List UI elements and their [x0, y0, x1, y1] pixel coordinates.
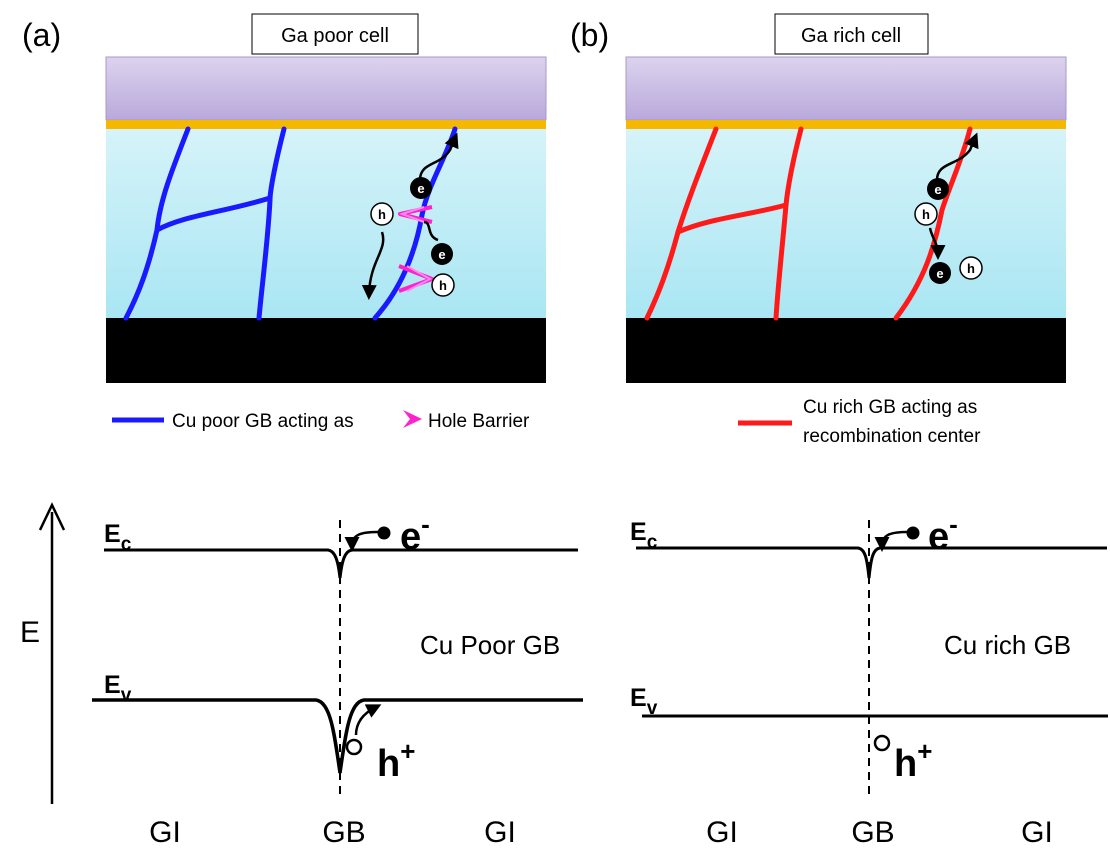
panel-b-letter: (b) [570, 17, 609, 53]
x-label-right-gb: GB [851, 816, 894, 849]
electron-label: e [438, 247, 445, 262]
legend-b-text-line1: Cu rich GB acting as [803, 397, 977, 418]
electron-label: e [417, 181, 424, 196]
electron-path-barrier [423, 220, 439, 242]
panel-a-carriers: e h e h [370, 177, 455, 297]
panel-b-top-layer [625, 56, 1067, 121]
panel-b-contact-strip [626, 120, 1066, 129]
panel-a-contact-strip [106, 120, 546, 129]
hole-icon [431, 273, 455, 297]
electron-path-up [935, 132, 979, 181]
hole-label: h [378, 207, 386, 222]
electron-icon [410, 177, 432, 199]
hole-label: h [922, 207, 930, 222]
legend-hole-barrier-icon [403, 410, 422, 428]
panel-b-absorber-layer [626, 129, 1066, 318]
ev-label-right: Ev [630, 684, 658, 719]
panel-a-hole-barrier-markers [398, 205, 434, 293]
band-diagram-left: Ec Ev e- h+ Cu Poor GB GI GB GI [92, 509, 583, 849]
electron-icon [927, 178, 949, 200]
x-label-left-gi-1: GI [149, 816, 181, 849]
hole-barrier-chevron-2-inner [406, 265, 433, 292]
panel-a-gb-cross [154, 195, 273, 233]
hole-icon [370, 202, 394, 226]
panel-a-carrier-paths [361, 132, 459, 300]
ec-label-left: Ec [104, 520, 132, 555]
electron-label-left: e- [400, 509, 430, 558]
hole-label-right: h+ [894, 736, 932, 785]
hole-label-left: h+ [377, 736, 415, 785]
legend-a-text: Cu poor GB acting as [172, 411, 354, 432]
hole-circle-left [345, 738, 363, 756]
hole-circle-right [873, 734, 891, 752]
ec-label-right: Ec [630, 518, 658, 553]
electron-trap-arrow-left [344, 530, 379, 552]
electron-label: e [934, 182, 941, 197]
x-label-left-gi-2: GI [484, 816, 516, 849]
energy-axis: E [20, 502, 66, 804]
panel-a-title-box [251, 13, 419, 55]
panel-a-top-layer [105, 56, 547, 121]
x-label-right-gi-1: GI [706, 816, 738, 849]
gb-type-label-left: Cu Poor GB [420, 630, 560, 660]
panel-a-letter: (a) [22, 17, 61, 53]
panel-b: (b) Ga rich cell e h e h Cu rich [570, 13, 1067, 447]
band-diagram-right: Ec Ev e- h+ Cu rich GB GI GB GI [630, 509, 1108, 849]
hole-label: h [967, 261, 975, 276]
gb-type-label-right: Cu rich GB [944, 630, 1071, 660]
panel-b-carriers: e h e h [914, 178, 983, 284]
hole-label: h [439, 278, 447, 293]
panel-b-title-box [774, 13, 929, 55]
electron-path-up [418, 132, 459, 181]
ev-label-left: Ev [104, 671, 132, 706]
electron-icon [929, 262, 951, 284]
panel-a: (a) Ga poor cell e [22, 13, 547, 432]
conduction-band-right [636, 546, 1107, 579]
electron-icon [431, 243, 453, 265]
hole-path-down [361, 231, 385, 300]
panel-a-cell-title: Ga poor cell [281, 25, 389, 47]
electron-label: e [936, 266, 943, 281]
hole-path-down [928, 227, 946, 260]
hole-barrier-chevron-1-inner [398, 206, 425, 223]
electron-dot-left [377, 526, 391, 540]
panel-b-carrier-paths [928, 132, 979, 260]
hole-repelled-arrow-left [354, 704, 382, 736]
valence-band-left [92, 698, 583, 774]
panel-b-cell-title: Ga rich cell [801, 25, 901, 47]
legend-b-text-line2: recombination center [803, 426, 981, 447]
energy-axis-arrowhead [38, 502, 66, 531]
energy-axis-label: E [20, 616, 40, 649]
legend-a-marker-text: Hole Barrier [428, 411, 530, 432]
panel-b-gb-cross [675, 202, 789, 235]
electron-dot-right [906, 526, 920, 540]
x-label-left-gb: GB [322, 816, 365, 849]
hole-icon [959, 256, 983, 280]
panel-b-back-contact [626, 318, 1066, 383]
panel-a-back-contact [106, 318, 546, 383]
x-label-right-gi-2: GI [1021, 816, 1053, 849]
electron-trap-arrow-right [874, 530, 908, 552]
hole-icon [914, 202, 938, 226]
electron-label-right: e- [928, 509, 958, 558]
